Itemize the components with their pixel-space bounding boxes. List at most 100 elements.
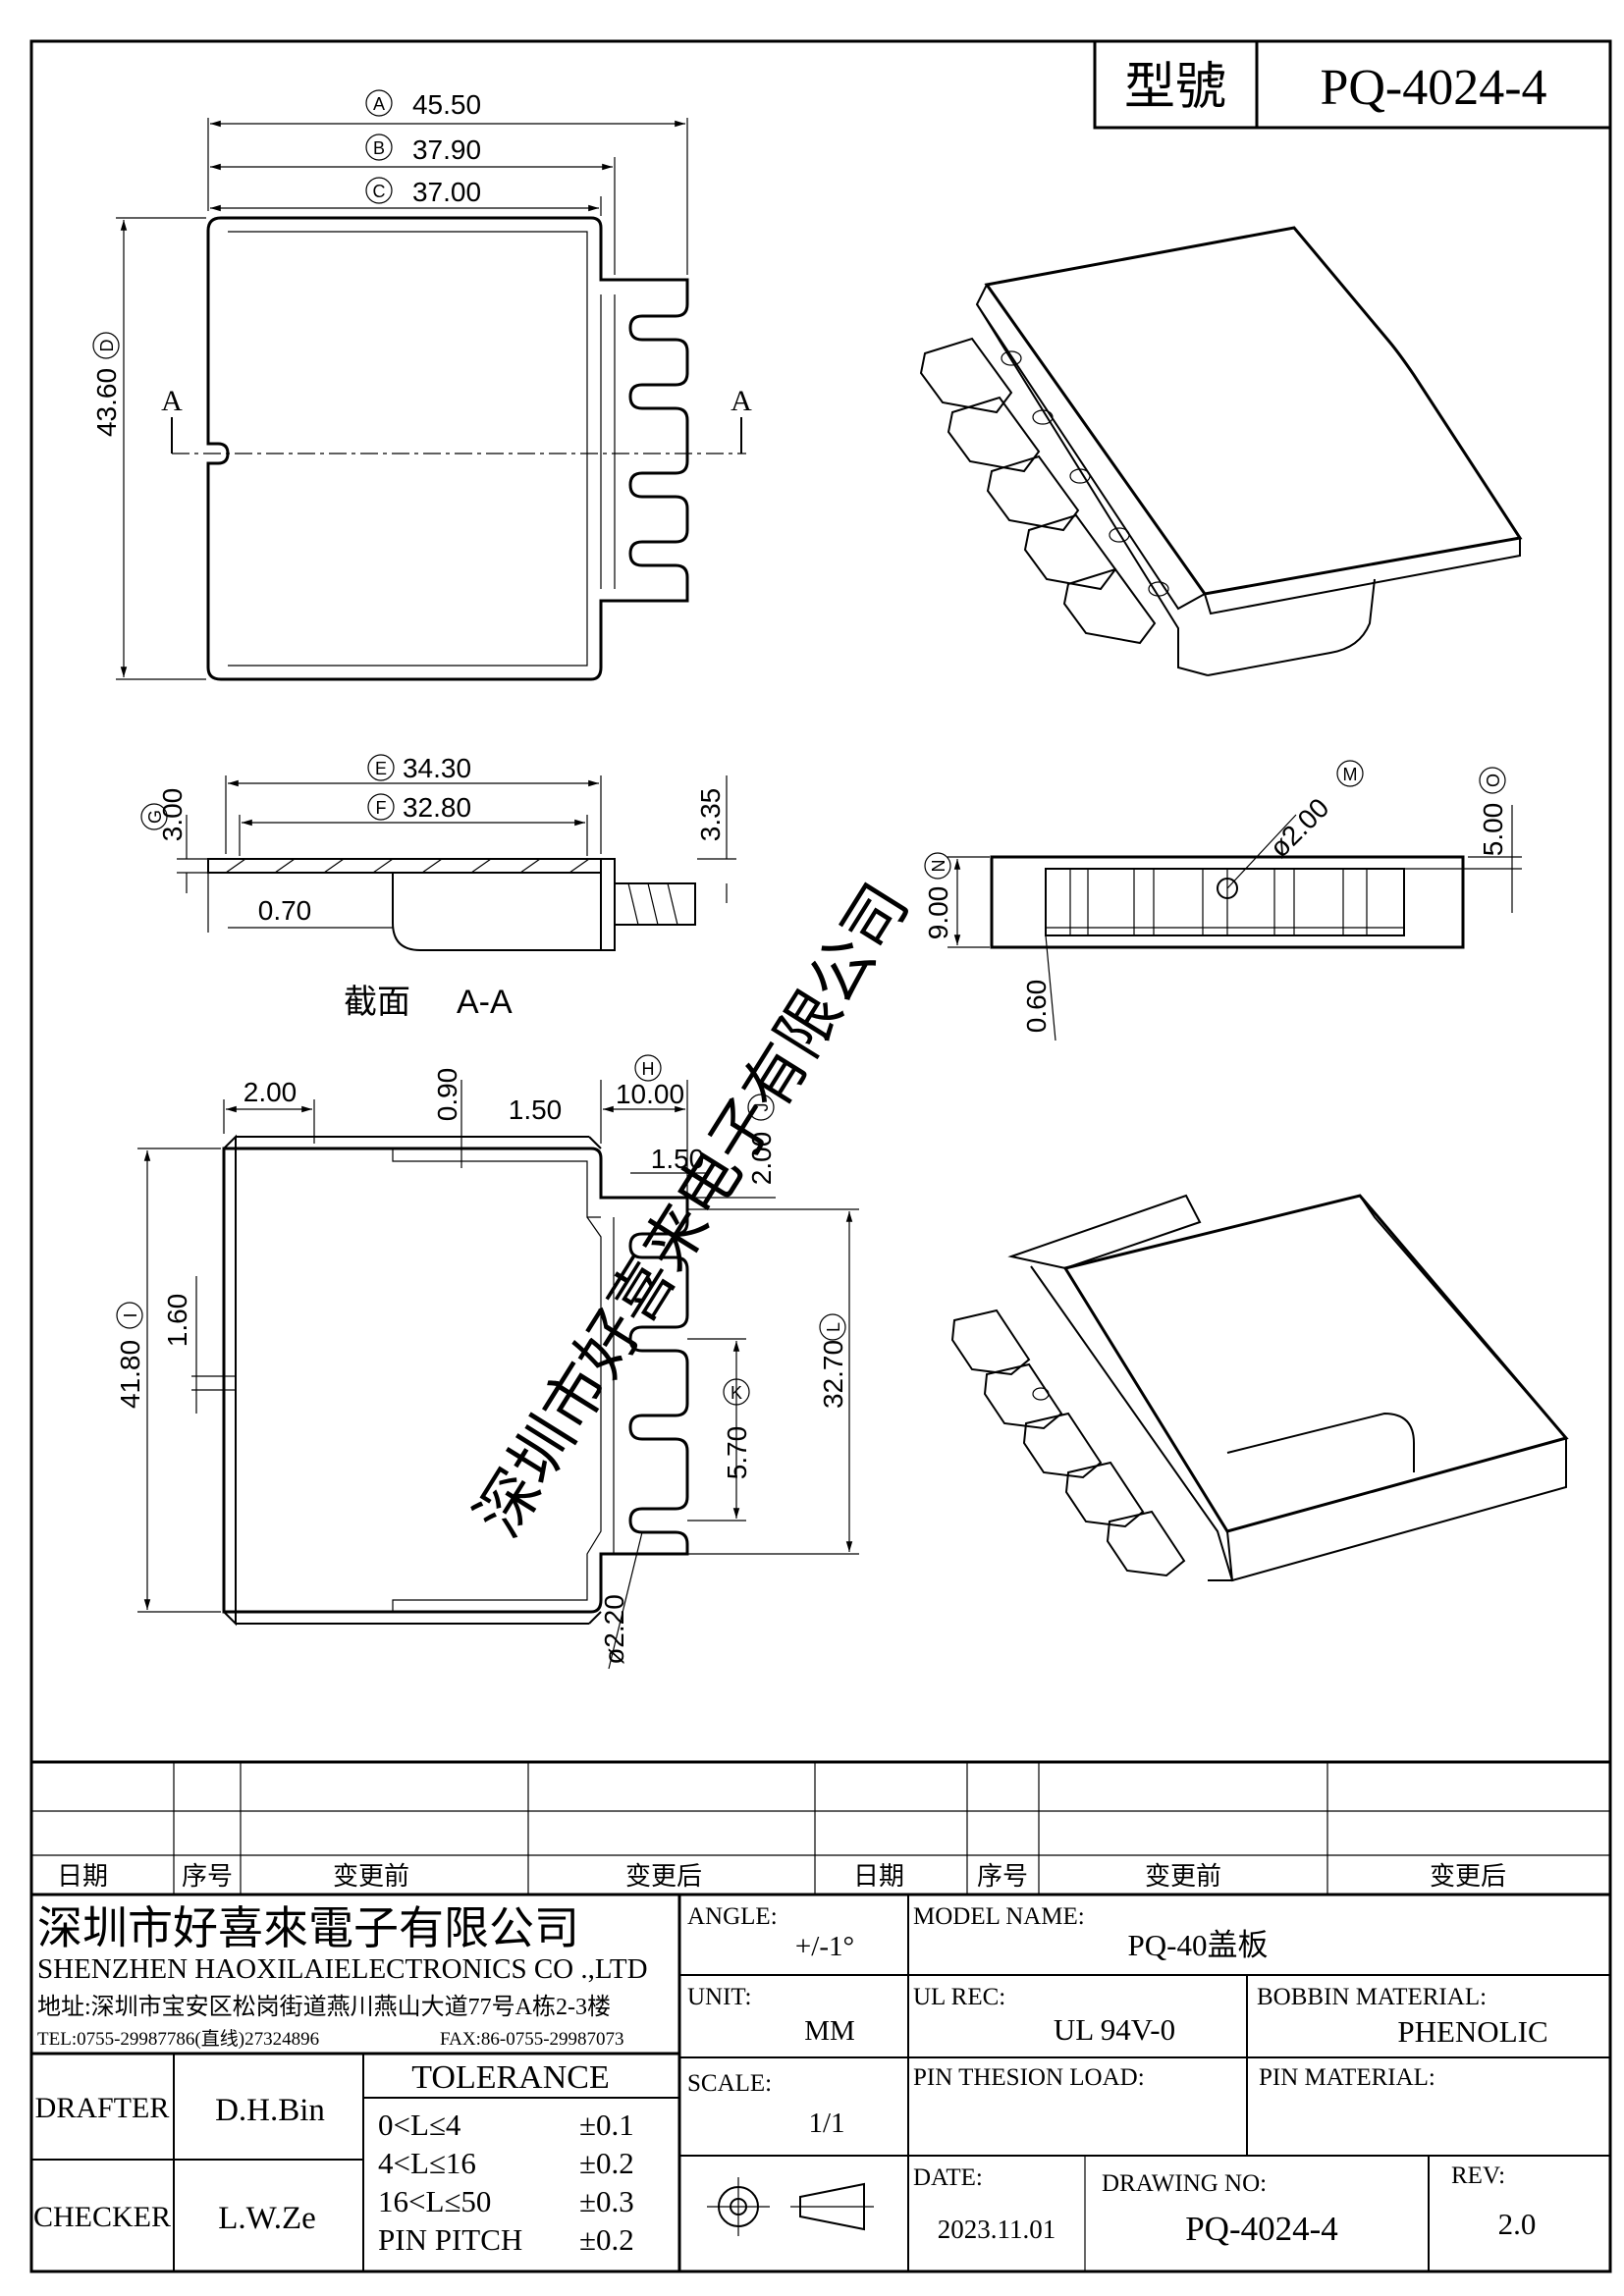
rev-header-after-1: 变更后 [625,1862,702,1891]
dim-i-tag: I [121,1312,140,1317]
date-label: DATE: [913,2164,983,2191]
dim-3-35: 3.35 [695,788,726,842]
checker-value: L.W.Ze [218,2201,316,2236]
rev-value: 2.0 [1498,2207,1537,2241]
rev-header-date-2: 日期 [853,1862,904,1891]
tolerance-title: TOLERANCE [411,2059,609,2096]
dim-c: 37.00 [412,177,481,207]
company-name-cn: 深圳市好喜來電子有限公司 [37,1903,579,1953]
dim-j-tag: J [752,1103,772,1112]
dim-j: 2.00 [746,1132,777,1186]
ul-value: UL 94V-0 [1054,2012,1175,2047]
pin-load-label: PIN THESION LOAD: [913,2064,1145,2091]
dim-pin: ø2.20 [599,1594,629,1665]
tolerance-value-0: ±0.1 [579,2108,634,2142]
model-name-label: MODEL NAME: [913,1903,1085,1930]
dim-d: 43.60 [91,368,122,437]
bobbin-label: BOBBIN MATERIAL: [1257,1984,1487,2010]
model-name-value: PQ-40盖板 [1128,1928,1269,1962]
dim-i: 41.80 [115,1340,145,1409]
dim-a-tag: A [373,94,385,114]
header-model-box: 型號 PQ-4024-4 [1093,39,1612,130]
dim-n: 9.00 [923,886,953,940]
dim-f-tag: F [376,798,387,818]
tolerance-range-2: 16<L≤50 [378,2184,491,2218]
angle-value: +/-1° [795,1931,854,1962]
rev-header-before-2: 变更前 [1145,1862,1221,1891]
scale-label: SCALE: [687,2070,772,2097]
company-tel: TEL:0755-29987786(直线)27324896 [37,2028,319,2050]
dim-1-50a: 1.50 [509,1095,563,1125]
projection-symbol [707,2177,874,2236]
rev-header-after-2: 变更后 [1430,1862,1506,1891]
pin-material-label: PIN MATERIAL: [1259,2064,1435,2091]
dim-h: 10.00 [616,1079,684,1109]
dim-f: 32.80 [403,792,471,823]
rev-header-date-1: 日期 [57,1862,108,1891]
side-view: ø2.00 M 5.00 O 9.00 N 0.60 [923,760,1522,1041]
dim-0-70: 0.70 [258,895,312,926]
dim-g: 3.00 [157,788,188,842]
company-name-en: SHENZHEN HAOXILAIELECTRONICS CO .,LTD [37,1953,648,1985]
drawing-no-label: DRAWING NO: [1102,2170,1267,2197]
dim-1-60: 1.60 [162,1294,192,1348]
tolerance-range-3: PIN PITCH [378,2222,522,2257]
tolerance-range-1: 4<L≤16 [378,2146,476,2180]
dim-d-tag: D [97,340,117,352]
title-block: 深圳市好喜來電子有限公司 SHENZHEN HAOXILAIELECTRONIC… [31,1895,1610,2271]
company-fax: FAX:86-0755-29987073 [440,2029,624,2050]
drawing-frame [29,39,1612,2273]
dim-o: 5.00 [1478,803,1508,857]
drawing-no-value: PQ-4024-4 [1185,2210,1338,2248]
section-view: E 34.30 F 32.80 3.00 G 3.35 0.70 截面 A-A [140,753,736,1021]
unit-label: UNIT: [687,1984,751,2010]
angle-label: ANGLE: [687,1903,778,1930]
company-watermark: 深圳市好喜来电子有限公司 [463,872,922,1548]
section-mark-left: A [161,385,183,417]
iso-view-bottom [950,1194,1569,1582]
section-caption-cn: 截面 [344,984,410,1021]
model-value: PQ-4024-4 [1320,60,1546,116]
dim-b-tag: B [373,138,385,158]
rev-header-no-2: 序号 [977,1862,1028,1891]
dim-n-tag: N [929,860,948,873]
dim-e-tag: E [375,759,387,778]
tolerance-value-2: ±0.3 [579,2184,634,2218]
rev-header-before-1: 变更前 [333,1862,409,1891]
section-mark-right: A [731,385,752,417]
dim-k-tag: K [731,1383,742,1403]
dim-k: 5.70 [722,1426,752,1480]
dim-0-60: 0.60 [1021,980,1052,1034]
bottom-view: 2.00 0.90 1.50 H 10.00 1.50 2.00 J 41.80… [115,1054,859,1670]
bobbin-value: PHENOLIC [1397,2014,1547,2049]
dim-c-tag: C [373,182,386,201]
dim-o-tag: O [1484,774,1503,787]
dim-g-tag: G [145,810,165,824]
revision-table: 日期 序号 变更前 变更后 日期 序号 变更前 变更后 [31,1760,1610,1896]
ul-label: UL REC: [913,1984,1005,2010]
dim-hole-tag: M [1343,765,1358,784]
tolerance-range-0: 0<L≤4 [378,2108,461,2142]
dim-l: 32.70 [818,1340,848,1409]
section-caption-mark: A-A [457,984,513,1021]
model-label: 型號 [1124,60,1226,116]
drafter-label: DRAFTER [35,2092,170,2124]
tolerance-value-1: ±0.2 [579,2146,634,2180]
rev-label: REV: [1451,2163,1505,2189]
dim-a: 45.50 [412,89,481,120]
dim-e: 34.30 [403,753,471,783]
checker-label: CHECKER [33,2201,171,2233]
iso-view-top [919,226,1523,676]
dim-2-00: 2.00 [244,1077,298,1107]
dim-h-tag: H [642,1059,655,1079]
company-address: 地址:深圳市宝安区松岗街道燕川燕山大道77号A栋2-3楼 [37,1994,611,2020]
dim-0-90: 0.90 [432,1068,462,1122]
drafter-value: D.H.Bin [215,2093,325,2128]
date-value: 2023.11.01 [938,2215,1056,2244]
dim-hole: ø2.00 [1264,792,1335,864]
unit-value: MM [804,2015,855,2047]
dim-b: 37.90 [412,134,481,165]
dim-l-tag: L [824,1322,843,1332]
top-view: A A A 45.50 B 37.90 C 37.00 43.60 D [91,89,752,681]
